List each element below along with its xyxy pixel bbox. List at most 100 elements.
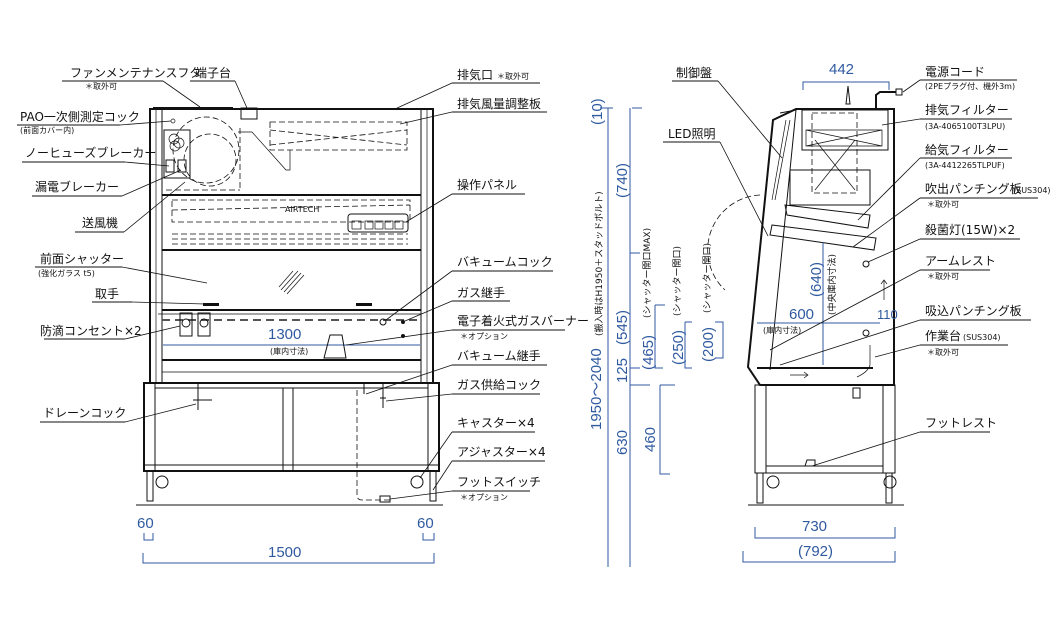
label-blower: 送風機 xyxy=(82,215,118,230)
left-margin-dim: 60 xyxy=(137,515,154,532)
label-led-light: LED照明 xyxy=(668,127,716,141)
uv-lamp-1 xyxy=(862,260,870,268)
label-gas-burner: 電子着火式ガスバーナー xyxy=(457,313,589,328)
power-cord-shape xyxy=(875,91,896,108)
side-overall-depth-dim: (792) xyxy=(798,543,833,560)
label-handle: 取手 xyxy=(95,287,119,301)
label-outlet: 防滴コンセント×2 xyxy=(40,323,142,338)
shutter-max-note: (シャッター開口MAX) xyxy=(642,228,653,318)
pao-cock-port xyxy=(170,118,176,124)
label-foot-rest: フットレスト xyxy=(925,416,997,430)
label-drain-cock: ドレーンコック xyxy=(43,406,126,420)
fan-cover-plate xyxy=(153,107,233,110)
side-caster-right xyxy=(883,475,897,489)
label-control-panel: 操作パネル xyxy=(457,177,517,192)
label-exhaust-filter: 排気フィルター xyxy=(925,102,1009,117)
outlet-2 xyxy=(197,312,211,337)
svg-text:＊オプション: ＊オプション xyxy=(460,493,508,502)
label-intake-punching: 吸込パンチング板 xyxy=(925,304,1022,318)
front-labels-left: ファンメンテナンスフタ ＊取外可 端子台 PAO一次側測定コック (前面カバー内… xyxy=(17,65,248,423)
base-height-dim: 630 xyxy=(614,430,631,455)
svg-text:(SUS304): (SUS304) xyxy=(1013,186,1051,195)
side-caster-left xyxy=(766,475,780,489)
label-exhaust-port: 排気口 xyxy=(457,67,493,82)
shutter-open1-dim: (250) xyxy=(670,330,687,365)
side-inner-height-dim: (640) xyxy=(808,262,825,297)
height-dimensions: (10) 1950〜2040 (搬入時はH1950＋スタッドボルト) (740)… xyxy=(588,98,724,567)
shutter-open2-note: (シャッター開口) xyxy=(702,243,713,313)
shutter-max-dim: (465) xyxy=(640,335,657,370)
label-control-board: 制御盤 xyxy=(676,65,712,80)
right-margin-dim: 60 xyxy=(417,515,434,532)
svg-text:(前面カバー内): (前面カバー内) xyxy=(20,125,74,135)
shutter-open1-note: (シャッター開口) xyxy=(672,246,683,316)
svg-text:(3A-4065100T3LPU): (3A-4065100T3LPU) xyxy=(925,122,1005,131)
svg-text:＊取外可: ＊取外可 xyxy=(927,347,959,357)
label-foot-switch: フットスイッチ xyxy=(457,475,541,489)
label-fan-cover: ファンメンテナンスフタ xyxy=(70,66,201,80)
label-arm-rest: アームレスト xyxy=(925,254,996,268)
label-adjuster: アジャスター×4 xyxy=(457,445,546,459)
total-height-note: (搬入時はH1950＋スタッドボルト) xyxy=(593,191,605,336)
svg-text:＊取外可: ＊取外可 xyxy=(497,71,529,81)
side-back-gap-dim: 110 xyxy=(877,307,898,322)
caster-left xyxy=(155,475,169,489)
front-labels-right: 排気口 ＊取外可 排気風量調整板 操作パネル バキュームコック ガス継手 電子着… xyxy=(345,67,589,502)
svg-text:＊取外可: ＊取外可 xyxy=(927,199,959,209)
foot-rest-shape xyxy=(804,459,816,467)
label-pao-cock: PAO一次側測定コック xyxy=(20,109,140,124)
side-labels-right: 電源コード (2PEプラグ付、機外3m) 排気フィルター (3A-4065100… xyxy=(769,65,1051,467)
shutter-open2-dim: (200) xyxy=(700,327,717,362)
inner-width-note: (庫内寸法) xyxy=(270,346,308,356)
label-work-table: 作業台 xyxy=(925,328,961,343)
label-vacuum-joint: バキューム継手 xyxy=(457,348,541,363)
label-vacuum-cock: バキュームコック xyxy=(457,255,553,269)
label-supply-filter: 給気フィルター xyxy=(925,142,1009,157)
terminal-block xyxy=(240,107,258,120)
brand-text: AIRTECH xyxy=(285,205,319,214)
earth-leakage-breaker-switch xyxy=(177,159,187,173)
caster-right xyxy=(410,475,424,489)
upper-dim: (740) xyxy=(614,163,631,198)
label-exhaust-damper: 排気風量調整板 xyxy=(457,96,541,111)
control-panel-box xyxy=(347,213,409,233)
side-inner-depth-note: (庫内寸法) xyxy=(763,325,801,335)
side-labels-left: 制御盤 LED照明 xyxy=(663,65,783,237)
exhaust-damper-shape xyxy=(269,121,408,151)
uv-lamp-2 xyxy=(862,329,870,337)
glass-hatch-icon xyxy=(278,270,305,295)
stand-height-dim: 460 xyxy=(642,427,659,452)
label-front-shutter: 前面シャッター xyxy=(40,251,124,266)
label-no-fuse-breaker: ノーヒューズブレーカー xyxy=(25,145,156,160)
stand-frame xyxy=(143,382,440,472)
side-view-drawing: 442 600 (庫内寸法) (640) (中央庫内寸法) 110 730 (7… xyxy=(707,61,904,563)
foot-switch-shape xyxy=(379,495,391,503)
side-depth-dim: 730 xyxy=(802,518,827,535)
total-height-dim: 1950〜2040 xyxy=(588,348,605,430)
side-inner-height-note: (中央庫内寸法) xyxy=(826,254,838,315)
handle-left xyxy=(203,303,219,306)
side-top-width-dim: 442 xyxy=(829,61,854,78)
handle-right xyxy=(356,303,372,306)
side-inner-depth-dim: 600 xyxy=(789,306,814,323)
breaker-box xyxy=(163,129,191,179)
svg-text:(3A-4412265TLPUF): (3A-4412265TLPUF) xyxy=(925,161,1005,170)
label-earth-leakage-breaker: 漏電ブレーカー xyxy=(35,179,119,194)
label-terminal: 端子台 xyxy=(195,65,231,80)
exhaust-cone xyxy=(845,85,851,105)
shutter-swing-arc xyxy=(707,194,761,291)
vacuum-cock-valve xyxy=(379,318,387,326)
svg-text:(強化ガラス t5): (強化ガラス t5) xyxy=(38,268,95,278)
label-caster: キャスター×4 xyxy=(457,416,535,430)
svg-text:＊取外可: ＊取外可 xyxy=(927,271,959,281)
gas-burner-shape xyxy=(323,334,347,359)
label-gas-supply-cock: ガス供給コック xyxy=(457,378,541,392)
label-gas-joint: ガス継手 xyxy=(457,285,505,300)
label-uv-lamp: 殺菌灯(15W)×2 xyxy=(925,223,1015,237)
label-outlet-punching: 吹出パンチング板 xyxy=(925,182,1022,196)
overall-width-dim: 1500 xyxy=(268,544,301,561)
svg-text:(2PEプラグ付、機外3m): (2PEプラグ付、機外3m) xyxy=(925,81,1015,91)
middle-dim: (545) xyxy=(614,310,631,345)
